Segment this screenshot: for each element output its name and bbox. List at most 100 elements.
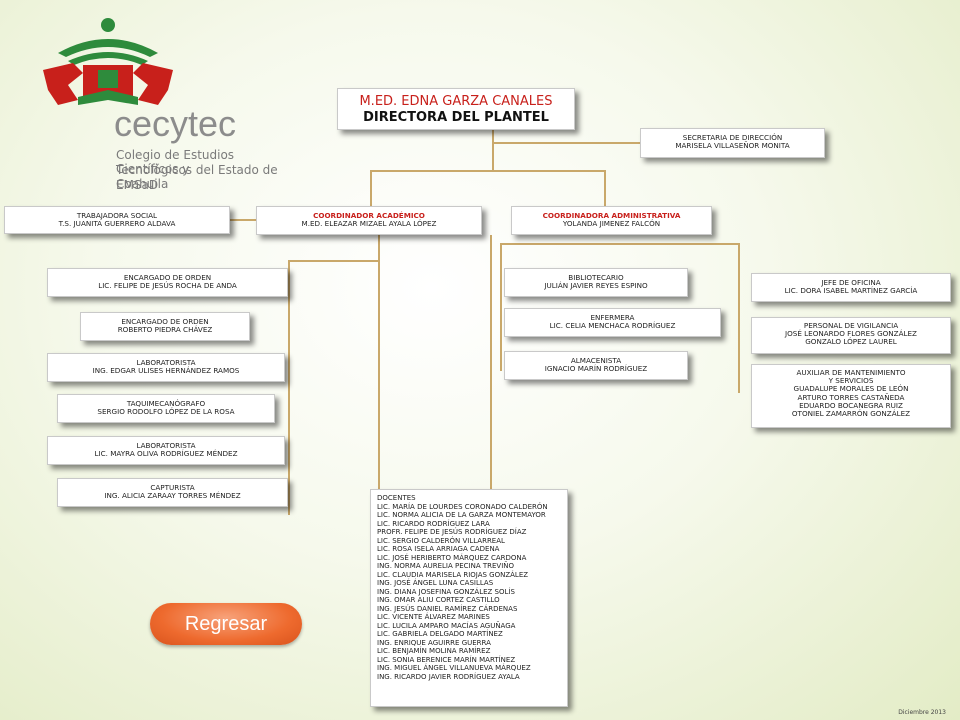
coord-academico-title: COORDINADOR ACADÉMICO	[313, 211, 425, 220]
left-box-title: ENCARGADO DE ORDEN	[121, 317, 209, 326]
director-box: M.ED. EDNA GARZA CANALES DIRECTORA DEL P…	[337, 88, 575, 130]
director-name: M.ED. EDNA GARZA CANALES	[359, 94, 553, 109]
trabajadora-name: T.S. JUANITA GUERRERO ALDAVA	[58, 219, 176, 229]
docente-item: LIC. GABRIELA DELGADO MARTÍNEZ	[377, 630, 503, 638]
auxiliar-name: EDUARDO BOCANEGRA RUIZ	[799, 400, 903, 410]
left-box-title: ENCARGADO DE ORDEN	[123, 273, 212, 282]
connector-line	[500, 243, 740, 245]
docente-item: ING. JOSÉ ÁNGEL LUNA CASILLAS	[377, 579, 494, 587]
left-box-name: SERGIO RODOLFO LÓPEZ DE LA ROSA	[97, 407, 235, 417]
mid-box: ENFERMERA LIC. CELIA MENCHACA RODRÍGUEZ	[504, 308, 721, 337]
connector-line	[288, 260, 379, 262]
docente-item: LIC. VICENTE ÁLVAREZ MARINES	[377, 613, 490, 621]
director-role: DIRECTORA DEL PLANTEL	[363, 110, 549, 125]
left-box-title: CAPTURISTA	[150, 483, 195, 492]
mid-box-title: BIBLIOTECARIO	[568, 273, 624, 282]
logo-line3: EMSaD	[116, 178, 159, 192]
docente-item: LIC. NORMA ALICIA DE LA GARZA MONTEMAYOR	[377, 511, 546, 519]
vigilancia-box: PERSONAL DE VIGILANCIA JOSÉ LEONARDO FLO…	[751, 317, 951, 354]
left-box: LABORATORISTA ING. EDGAR ULISES HERNÁNDE…	[47, 353, 285, 382]
connector-line	[370, 170, 605, 172]
docente-item: LIC. CLAUDIA MARISELA RIOJAS GONZÁLEZ	[377, 570, 529, 579]
secretaria-box: SECRETARIA DE DIRECCIÓN MARISELA VILLASE…	[640, 128, 825, 158]
jefe-title: JEFE DE OFICINA	[821, 278, 881, 287]
auxiliar-subtitle: Y SERVICIOS	[828, 376, 874, 386]
docente-item: LIC. LUCILA AMPARO MACÍAS AGUÑAGA	[377, 621, 516, 630]
mid-box-title: ALMACENISTA	[570, 356, 622, 365]
left-box: ENCARGADO DE ORDEN ROBERTO PIEDRA CHÁVEZ	[80, 312, 250, 341]
jefe-name: LIC. DORA ISABEL MARTÍNEZ GARCÍA	[784, 286, 918, 296]
connector-line	[288, 290, 290, 515]
left-box: ENCARGADO DE ORDEN LIC. FELIPE DE JESÚS …	[47, 268, 288, 297]
auxiliar-name: GUADALUPE MORALES DE LEÓN	[793, 384, 909, 394]
connector-line	[370, 170, 372, 206]
vigilancia-title: PERSONAL DE VIGILANCIA	[803, 321, 899, 330]
connector-line	[500, 243, 502, 371]
docente-item: ING. ENRIQUE AGUIRRE GUERRA	[377, 638, 491, 647]
left-box-name: LIC. MAYRA OLIVA RODRÍGUEZ MÉNDEZ	[94, 449, 238, 459]
secretaria-name: MARISELA VILLASEÑOR MONITA	[675, 141, 790, 151]
left-box: CAPTURISTA ING. ALICIA ZARAAY TORRES MÉN…	[57, 478, 288, 507]
connector-line	[378, 235, 380, 489]
connector-line	[738, 243, 740, 393]
connector-line	[490, 235, 492, 505]
left-box: TAQUIMECANÓGRAFO SERGIO RODOLFO LÓPEZ DE…	[57, 394, 275, 423]
coord-admin-name: YOLANDA JIMENEZ FALCÓN	[562, 219, 661, 229]
connector-line	[230, 219, 256, 221]
docente-item: PROFR. FELIPE DE JESÚS RODRÍGUEZ DÍAZ	[377, 528, 527, 536]
docente-item: ING. NORMA AURELIA PECINA TREVIÑO	[377, 562, 515, 570]
cecytec-emblem-icon	[43, 18, 173, 105]
auxiliar-name: OTONIEL ZAMARRÓN GONZÁLEZ	[791, 409, 911, 419]
docente-item: ING. DIANA JOSEFINA GONZÁLEZ SOLÍS	[377, 587, 515, 596]
auxiliar-title: AUXILIAR DE MANTENIMIENTO	[796, 368, 906, 377]
docente-item: LIC. JOSÉ HERIBERTO MÁRQUEZ CARDONA	[377, 553, 527, 562]
docente-item: LIC. SONIA BERENICE MARÍN MARTÍNEZ	[377, 655, 516, 664]
left-box-title: LABORATORISTA	[136, 358, 196, 367]
left-box-name: ROBERTO PIEDRA CHÁVEZ	[117, 325, 213, 335]
docente-item: LIC. RICARDO RODRÍGUEZ LARA	[377, 519, 490, 528]
left-box-title: TAQUIMECANÓGRAFO	[126, 399, 206, 408]
logo-brand: cecytec	[114, 103, 237, 144]
mid-box-name: LIC. CELIA MENCHACA RODRÍGUEZ	[549, 321, 676, 331]
docente-item: LIC. BENJAMÍN MOLINA RAMÍREZ	[377, 647, 491, 655]
left-box-title: LABORATORISTA	[136, 441, 196, 450]
docentes-box: DOCENTES LIC. MARÍA DE LOURDES CORONADO …	[370, 489, 568, 707]
docente-item: ING. MIGUEL ÁNGEL VILLANUEVA MÁRQUEZ	[377, 664, 531, 672]
logo: cecytec Colegio de Estudios Científicos …	[30, 15, 290, 195]
left-box-name: LIC. FELIPE DE JESÚS ROCHA DE ANDA	[98, 281, 237, 291]
trabajadora-title: TRABAJADORA SOCIAL	[76, 211, 158, 220]
connector-line	[492, 142, 640, 144]
secretaria-title: SECRETARIA DE DIRECCIÓN	[682, 133, 783, 142]
mid-box: BIBLIOTECARIO JULIÁN JAVIER REYES ESPINO	[504, 268, 688, 297]
coord-admin-title: COORDINADORA ADMINISTRATIVA	[542, 211, 681, 220]
connector-line	[604, 170, 606, 206]
docente-item: ING. OMAR ALIU CORTEZ CASTILLO	[377, 596, 500, 604]
mid-box-title: ENFERMERA	[590, 313, 635, 322]
mid-box-name: JULIÁN JAVIER REYES ESPINO	[544, 281, 648, 291]
regresar-button[interactable]: Regresar	[150, 603, 302, 645]
docentes-title: DOCENTES	[377, 494, 416, 502]
auxiliar-name: ARTURO TORRES CASTAÑEDA	[797, 392, 905, 402]
logo-line1: Colegio de Estudios Científicos y	[116, 148, 235, 176]
logo-line2: Tecnológicos del Estado de Coahuila	[116, 163, 278, 191]
docente-item: LIC. SERGIO CALDERÓN VILLARREAL	[377, 536, 505, 545]
docente-item: ING. JESÚS DANIEL RAMÍREZ CÁRDENAS	[377, 604, 518, 613]
left-box: LABORATORISTA LIC. MAYRA OLIVA RODRÍGUEZ…	[47, 436, 285, 465]
left-box-name: ING. EDGAR ULISES HERNÁNDEZ RAMOS	[92, 366, 240, 376]
vigilancia-name: JOSÉ LEONARDO FLORES GONZÁLEZ	[785, 329, 917, 339]
docente-item: LIC. ROSA ISELA ARRIAGA CADENA	[377, 545, 500, 553]
docente-item: ING. RICARDO JAVIER RODRÍGUEZ AYALA	[377, 672, 520, 681]
jefe-box: JEFE DE OFICINA LIC. DORA ISABEL MARTÍNE…	[751, 273, 951, 302]
footer-date: Diciembre 2013	[898, 709, 946, 716]
trabajadora-box: TRABAJADORA SOCIAL T.S. JUANITA GUERRERO…	[4, 206, 230, 234]
coord-admin-box: COORDINADORA ADMINISTRATIVA YOLANDA JIME…	[511, 206, 712, 235]
mid-box-name: IGNACIO MARÍN RODRÍGUEZ	[544, 364, 648, 374]
auxiliar-box: AUXILIAR DE MANTENIMIENTO Y SERVICIOS GU…	[751, 364, 951, 428]
connector-line	[492, 130, 494, 170]
left-box-name: ING. ALICIA ZARAAY TORRES MÉNDEZ	[104, 491, 241, 501]
vigilancia-name: GONZALO LÓPEZ LAUREL	[805, 337, 897, 347]
coord-academico-box: COORDINADOR ACADÉMICO M.ED. ELEAZAR MIZA…	[256, 206, 482, 235]
mid-box: ALMACENISTA IGNACIO MARÍN RODRÍGUEZ	[504, 351, 688, 380]
docente-item: LIC. MARÍA DE LOURDES CORONADO CALDERÓN	[377, 502, 548, 511]
coord-academico-name: M.ED. ELEAZAR MIZAEL AYALA LÓPEZ	[301, 219, 437, 229]
